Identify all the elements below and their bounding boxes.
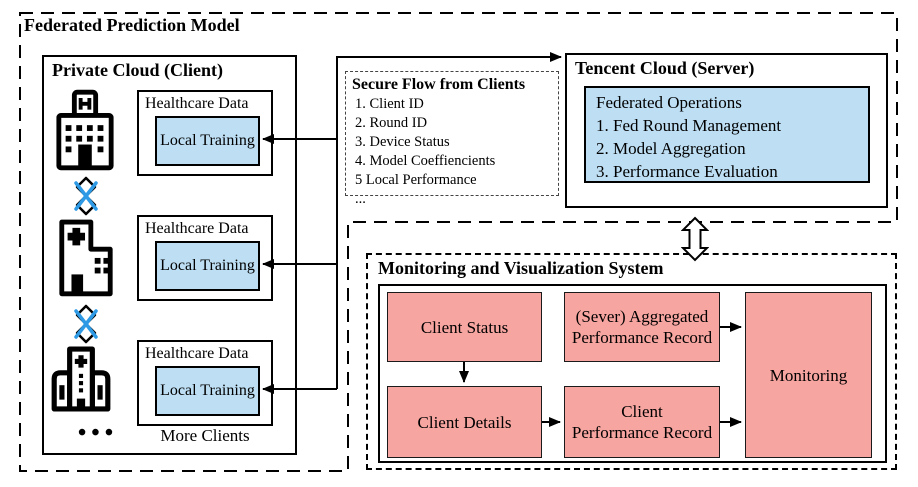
healthcare-data-label: Healthcare Data (145, 220, 249, 237)
healthcare-data-label: Healthcare Data (145, 95, 249, 112)
hospital-icon-2 (55, 214, 117, 298)
healthcare-data-label: Healthcare Data (145, 345, 249, 362)
monitoring-box: Monitoring (745, 292, 872, 458)
secure-flow-item: 2. Round ID (355, 115, 428, 131)
secure-flow-item: ... (355, 191, 366, 207)
no-exchange-icon-2 (71, 304, 101, 344)
secure-flow-box: Secure Flow from Clients 1. Client ID 2.… (345, 71, 559, 207)
federated-operations-line: Federated Operations (596, 93, 742, 112)
server-monitoring-double-arrow-icon (680, 216, 710, 262)
secure-flow-title: Secure Flow from Clients (352, 76, 526, 93)
more-clients-dots: ••• (77, 420, 119, 446)
client-performance-record-box: Client Performance Record (564, 386, 720, 458)
client-details-box: Client Details (387, 386, 542, 458)
more-clients-label: More Clients (160, 426, 250, 445)
healthcare-data-box-1: Healthcare Data Local Training (137, 90, 273, 176)
tencent-cloud-title: Tencent Cloud (Server) (575, 58, 755, 78)
monitoring-system-title: Monitoring and Visualization System (378, 258, 664, 278)
local-training-box-1: Local Training (155, 116, 260, 166)
hospital-icon-1 (54, 88, 116, 172)
no-exchange-icon-1 (71, 176, 101, 216)
diagram-title: Federated Prediction Model (24, 15, 240, 35)
federated-operations-box: Federated Operations 1. Fed Round Manage… (584, 86, 870, 183)
private-cloud-title: Private Cloud (Client) (52, 60, 223, 80)
healthcare-data-box-2: Healthcare Data Local Training (137, 215, 273, 301)
hospital-icon-3 (50, 346, 112, 412)
healthcare-data-box-3: Healthcare Data Local Training (137, 340, 273, 426)
local-training-box-2: Local Training (155, 241, 260, 291)
secure-flow-item: 4. Model Coeffiencients (355, 153, 496, 169)
aggregated-performance-record-box: (Sever) Aggregated Performance Record (564, 292, 720, 362)
secure-flow-item: 3. Device Status (355, 134, 450, 150)
secure-flow-item: 5 Local Performance (355, 172, 477, 188)
federated-operations-line: 1. Fed Round Management (596, 116, 782, 135)
federated-operations-line: 3. Performance Evaluation (596, 162, 778, 181)
secure-flow-item: 1. Client ID (355, 96, 424, 112)
local-training-box-3: Local Training (155, 366, 260, 416)
federated-operations-line: 2. Model Aggregation (596, 139, 746, 158)
client-status-box: Client Status (387, 292, 542, 362)
